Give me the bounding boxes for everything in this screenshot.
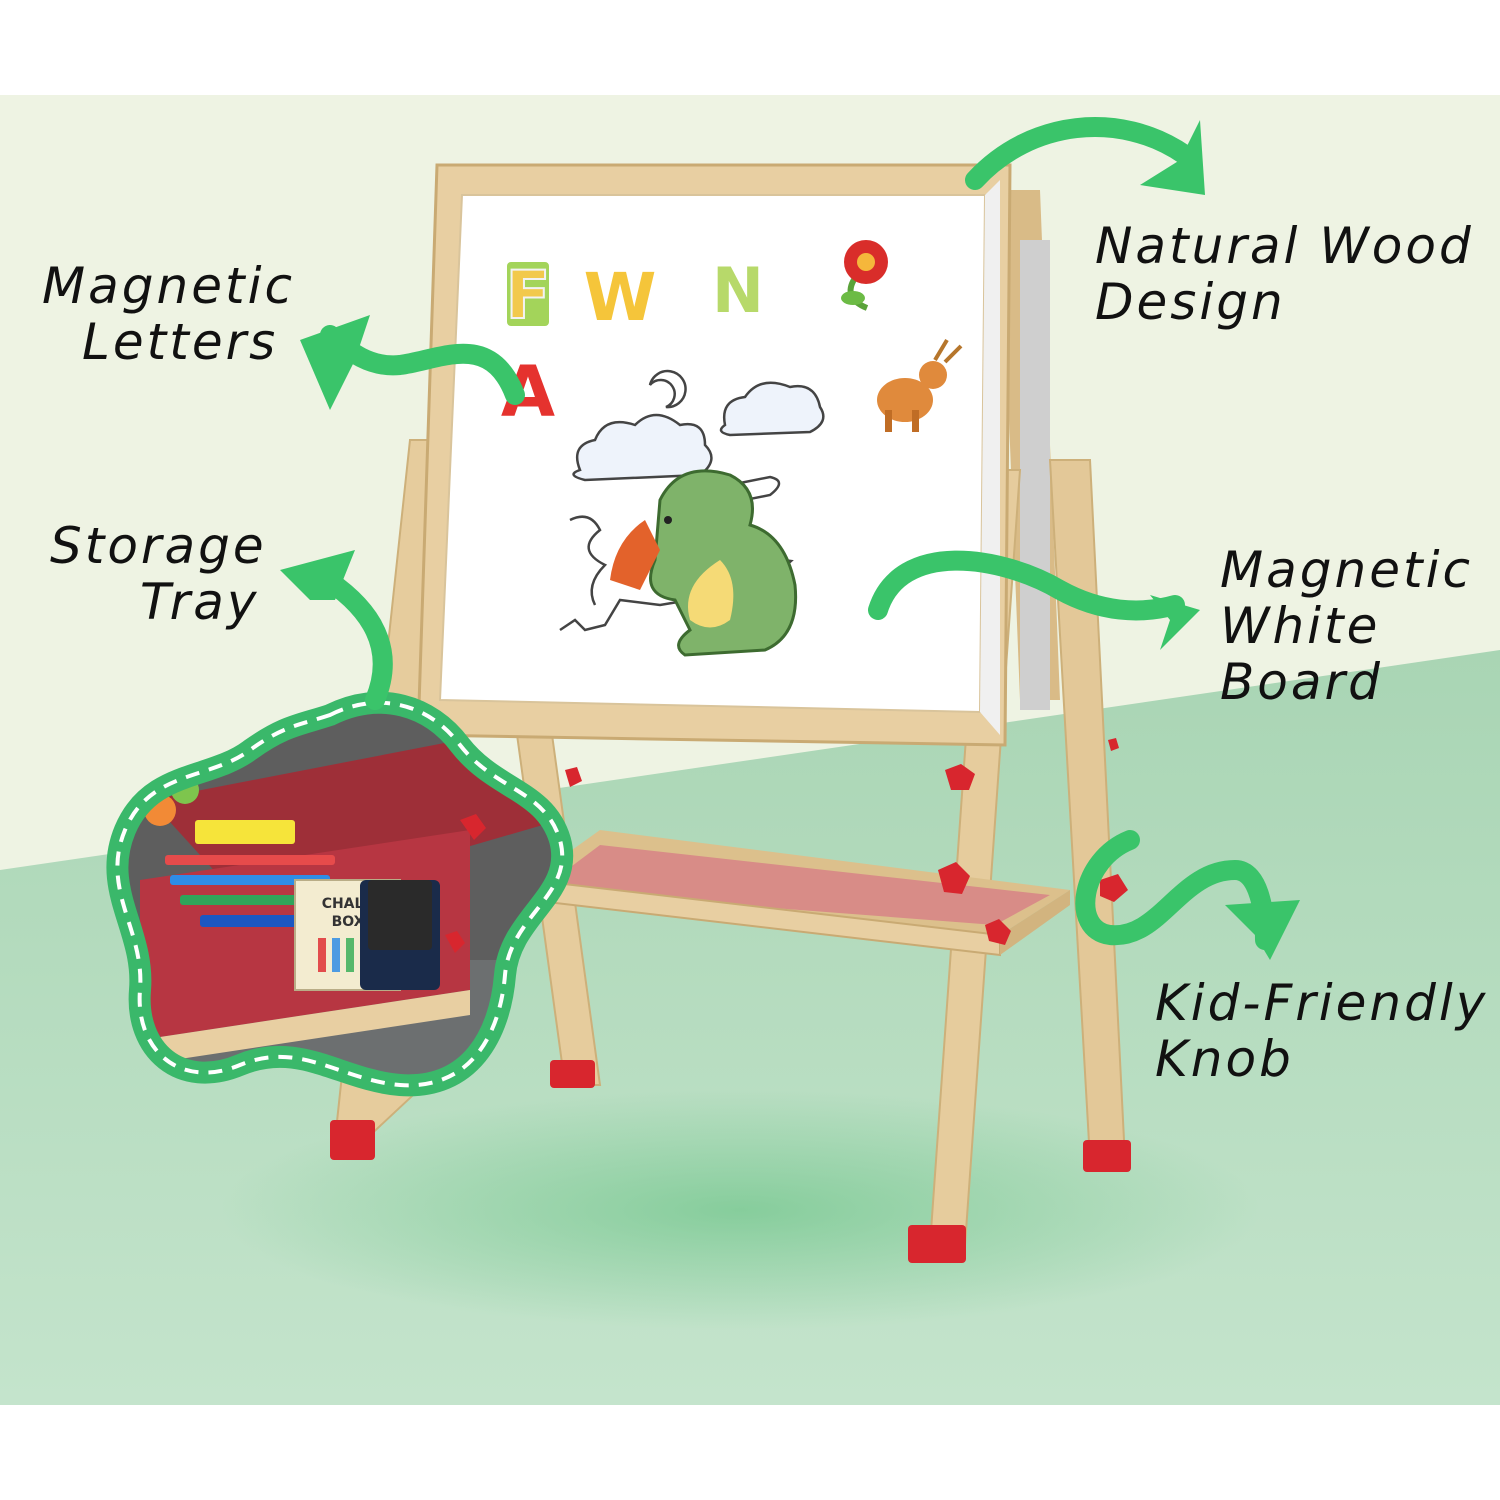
callout-natural-wood-design: Natural Wood Design <box>1095 217 1474 331</box>
magnetic-letter-f: F <box>504 256 551 335</box>
storage-tray-closeup: CHALK BOX <box>106 691 574 1097</box>
callout-storage-tray: Storage Tray <box>50 517 267 631</box>
deer-magnet <box>877 338 963 432</box>
arrow-natural-wood <box>965 117 1195 190</box>
svg-text:F: F <box>505 257 550 334</box>
arrow-heads <box>280 120 1300 960</box>
flower-magnet <box>841 240 888 311</box>
magnetic-letter-w: W <box>584 259 657 336</box>
callout-magnetic-letters: Magnetic Letters <box>42 257 295 371</box>
dinosaur-drawing <box>610 469 798 657</box>
magnetic-letter-n: N <box>712 254 764 327</box>
floor-shadow <box>220 1090 1260 1330</box>
svg-text:BOX: BOX <box>332 914 365 930</box>
callout-kid-friendly-knob: Kid-Friendly Knob <box>1155 974 1489 1088</box>
svg-text:N: N <box>712 254 764 327</box>
leg-caps <box>330 1060 1131 1263</box>
whiteboard <box>416 163 1012 747</box>
callout-magnetic-white-board: Magnetic White Board <box>1220 541 1473 711</box>
kid-friendly-knobs <box>398 714 1128 945</box>
arrow-knob <box>1075 830 1275 950</box>
svg-text:W: W <box>584 259 657 336</box>
eraser <box>360 880 440 990</box>
arrow-white-board <box>868 550 1185 621</box>
